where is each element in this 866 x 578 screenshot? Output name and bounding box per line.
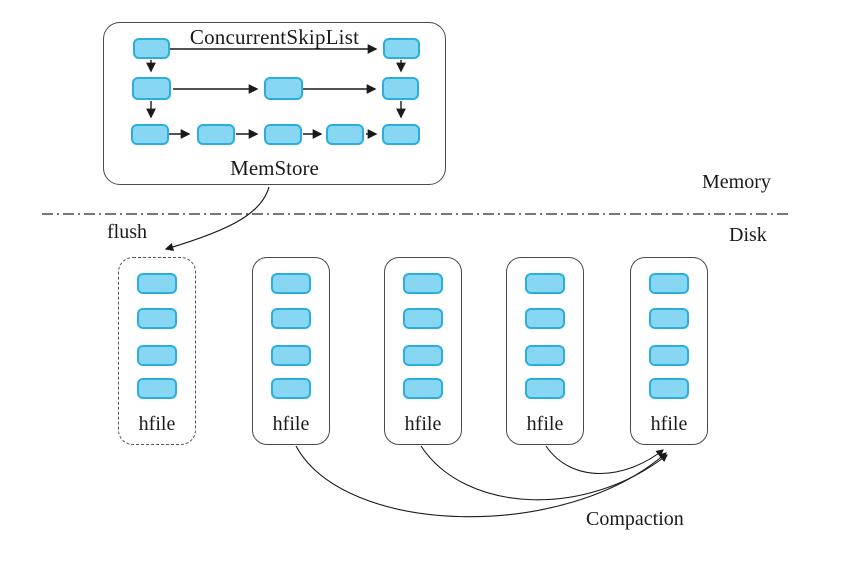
skiplist-node xyxy=(264,77,303,100)
hfile-label: hfile xyxy=(404,413,442,435)
hfile-container-5: hfile xyxy=(630,257,708,445)
hfile-block xyxy=(525,345,565,366)
compaction-label: Compaction xyxy=(586,508,684,530)
compaction-arrow-2 xyxy=(420,445,668,501)
memory-label: Memory xyxy=(702,171,771,193)
hfile-block xyxy=(271,273,311,294)
hfile-block xyxy=(403,308,443,329)
hfile-container-3: hfile xyxy=(384,257,462,445)
skiplist-node xyxy=(197,124,235,145)
hfile-block xyxy=(271,345,311,366)
hfile-container-2: hfile xyxy=(252,257,330,445)
skiplist-node xyxy=(382,77,419,100)
memstore-label: MemStore xyxy=(230,156,319,180)
concurrent-skiplist-title: ConcurrentSkipList xyxy=(189,25,360,49)
hfile-block xyxy=(649,308,689,329)
hfile-block xyxy=(271,308,311,329)
skiplist-node xyxy=(133,38,170,59)
memstore-container: ConcurrentSkipList MemStore xyxy=(103,22,446,185)
hfile-block xyxy=(649,345,689,366)
hfile-container-4: hfile xyxy=(506,257,584,445)
hfile-label: hfile xyxy=(526,413,564,435)
hfile-container-1: hfile xyxy=(118,257,196,445)
hfile-block xyxy=(649,378,689,399)
hfile-block xyxy=(403,273,443,294)
hfile-block xyxy=(137,273,177,294)
skiplist-node xyxy=(326,124,364,145)
compaction-arrow-3 xyxy=(545,445,664,474)
skiplist-node xyxy=(132,77,171,100)
hfile-block xyxy=(403,378,443,399)
hfile-label: hfile xyxy=(650,413,688,435)
skiplist-node xyxy=(383,38,420,59)
hfile-block xyxy=(525,378,565,399)
skiplist-node xyxy=(382,124,420,145)
hfile-label: hfile xyxy=(138,413,176,435)
hfile-label: hfile xyxy=(272,413,310,435)
hfile-block xyxy=(271,378,311,399)
flush-arrow xyxy=(164,186,270,252)
hfile-block xyxy=(137,378,177,399)
hfile-block xyxy=(137,345,177,366)
hfile-block xyxy=(649,273,689,294)
skiplist-node xyxy=(131,124,169,145)
flush-label: flush xyxy=(107,221,147,243)
skiplist-node xyxy=(264,124,302,145)
hfile-block xyxy=(525,273,565,294)
hfile-block xyxy=(525,308,565,329)
disk-label: Disk xyxy=(729,224,767,246)
compaction-arrow-1 xyxy=(295,445,667,518)
hfile-block xyxy=(137,308,177,329)
hfile-block xyxy=(403,345,443,366)
